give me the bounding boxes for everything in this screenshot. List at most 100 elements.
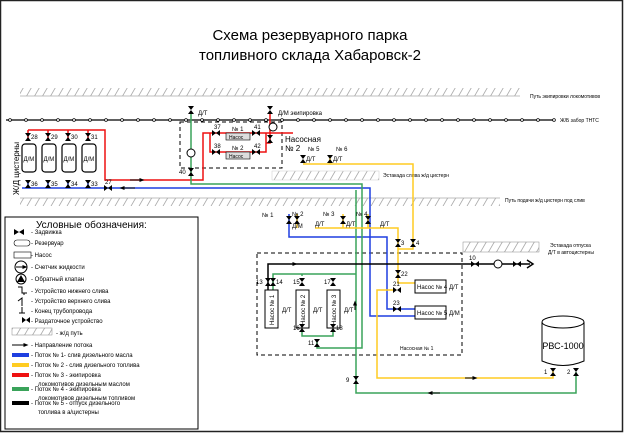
valve-number: 40 — [179, 170, 186, 176]
valve-23[interactable]: 23 — [393, 301, 401, 312]
fence-post — [344, 118, 348, 122]
valve-3[interactable]: 3 — [395, 239, 405, 247]
valve-41[interactable]: 41 — [252, 125, 261, 136]
dt-equip-label: Д/Т — [198, 111, 208, 117]
pump-2-label: Насос — [229, 154, 244, 160]
legend-box — [4, 216, 199, 430]
valve-icon[interactable] — [286, 216, 292, 224]
rail-tank: Д/М — [41, 143, 57, 173]
legend-label-cont: локомотивов дизельным маслом — [38, 382, 130, 388]
fence-post — [264, 118, 268, 122]
pump-5-label: Насос № 5 — [417, 310, 448, 317]
valve-40[interactable]: 40 — [179, 168, 194, 176]
valve-27[interactable]: 27 — [104, 180, 112, 191]
rail-tank: Д/М — [81, 143, 97, 173]
fence-post — [488, 118, 492, 122]
flow-meter-icon — [493, 259, 503, 269]
legend-item: - Конец трубопровода — [19, 307, 93, 315]
flow-meter-icon — [14, 260, 28, 274]
valve-33[interactable]: 33 — [85, 180, 98, 188]
fence-post — [280, 118, 284, 122]
valve-icon[interactable] — [327, 155, 333, 163]
valve-18[interactable]: 18 — [330, 324, 343, 332]
fence-post — [424, 118, 428, 122]
valve-icon[interactable] — [188, 106, 194, 114]
valve-21[interactable]: 21 — [393, 282, 401, 293]
rail-track-icon — [11, 327, 53, 336]
valve-number: 41 — [254, 125, 261, 131]
drain-1-label: № 1 — [262, 212, 274, 219]
valve-35[interactable]: 35 — [45, 180, 58, 188]
fence-post — [392, 118, 396, 122]
valve-28[interactable]: 28 — [25, 133, 38, 141]
valve-icon — [14, 229, 24, 235]
valve-22[interactable]: 22 — [395, 270, 408, 278]
valve-9[interactable]: 9 — [346, 376, 359, 384]
legend-label: - Раздаточное устройство — [31, 318, 103, 325]
valve-4[interactable]: 4 — [410, 239, 420, 247]
valve-number: 11 — [308, 341, 315, 347]
valve-icon[interactable] — [365, 216, 371, 224]
top-drain-icon — [17, 297, 23, 306]
valve-1[interactable]: 1 — [544, 368, 556, 376]
valve-16[interactable]: 16 — [293, 324, 305, 332]
valve-icon[interactable] — [340, 216, 346, 224]
valve-29[interactable]: 29 — [45, 133, 58, 141]
valve-17[interactable]: 17 — [324, 278, 336, 286]
fence-post — [376, 118, 380, 122]
valve-icon[interactable] — [300, 155, 306, 163]
valve-38[interactable]: 38 — [212, 144, 221, 155]
valve-10[interactable]: 10 — [469, 256, 479, 267]
drain-4-label: № 4 — [356, 211, 368, 218]
legend-item: - Раздаточное устройство — [22, 317, 103, 325]
valve-31[interactable]: 31 — [85, 133, 98, 141]
valve-36[interactable]: 36 — [25, 180, 38, 188]
legend-title: Условные обозначения: — [36, 219, 147, 231]
legend-label: - Резервуар — [31, 241, 64, 247]
valve-icon — [299, 324, 305, 332]
fence-post — [152, 118, 156, 122]
valve-42[interactable]: 42 — [252, 144, 261, 155]
valve-number: 17 — [324, 280, 331, 286]
valve-icon[interactable] — [294, 216, 300, 224]
valve-number: 1 — [544, 370, 548, 376]
bottom-drain-icon — [18, 286, 27, 295]
valve-14[interactable]: 14 — [270, 278, 283, 286]
legend-item: - Устройство верхнего слива — [17, 297, 111, 306]
valve-13[interactable]: 13 — [256, 278, 271, 286]
valve-icon — [395, 270, 401, 278]
valve-37[interactable]: 37 — [212, 125, 221, 136]
pump-dt-label: Д/Т — [282, 308, 292, 314]
valve-number: 34 — [71, 182, 78, 188]
pump-label: Насос № 1 — [269, 294, 276, 325]
valve-11[interactable]: 11 — [308, 339, 320, 347]
valve-34[interactable]: 34 — [65, 180, 78, 188]
legend-item: - Поток № 1- слив дизельного масла — [12, 352, 133, 359]
valve-15[interactable]: 15 — [293, 278, 305, 286]
valve-icon — [471, 261, 479, 267]
pumphouse-2-box — [179, 121, 283, 169]
fence-post — [312, 118, 316, 122]
fence-post — [536, 118, 540, 122]
fence-post — [8, 118, 12, 122]
valve-icon — [212, 149, 220, 155]
valve-icon — [65, 133, 71, 141]
valve-icon — [393, 287, 401, 293]
valve-2[interactable]: 2 — [567, 368, 579, 376]
legend-label: - Поток № 5 - отпуск дизельного — [31, 400, 121, 407]
fence-post — [440, 118, 444, 122]
legend-label: - Поток № 2 - слив дизельного топлива — [31, 362, 140, 369]
rail-tank: Д/М — [61, 143, 77, 173]
valve-30[interactable]: 30 — [65, 133, 78, 141]
valve-icon[interactable] — [513, 261, 521, 267]
pump-4-dt: Д/Т — [449, 285, 459, 291]
flow-meter-icon — [268, 122, 278, 132]
legend-label: - Счетчик жидкости — [31, 265, 85, 271]
valve-icon[interactable] — [267, 106, 273, 114]
fence-post — [520, 118, 524, 122]
legend-label: - Конец трубопровода — [31, 309, 93, 315]
valve-icon[interactable] — [267, 135, 273, 143]
legend-item: - Счетчик жидкости — [14, 260, 85, 274]
